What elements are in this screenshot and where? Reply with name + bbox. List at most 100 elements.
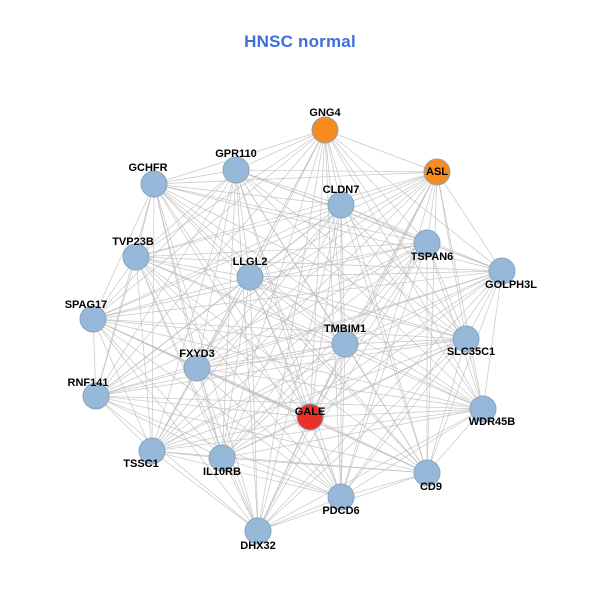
graph-edge (196, 204, 342, 369)
graph-edge (309, 416, 428, 474)
graph-edge (92, 171, 438, 320)
graph-edge (92, 318, 467, 340)
graph-edge (196, 242, 428, 369)
edges-layer (92, 129, 503, 532)
graph-edge (257, 129, 326, 532)
graph-edge (221, 242, 428, 459)
graph-edge (324, 129, 438, 173)
graph-edge (135, 256, 198, 369)
node-label-slc35c1: SLC35C1 (447, 346, 495, 358)
node-label-asl: ASL (426, 166, 448, 178)
graph-node-wdr45b (469, 395, 497, 423)
graph-edge (235, 169, 438, 173)
graph-edge (95, 338, 467, 397)
node-label-tssc1: TSSC1 (123, 458, 158, 470)
graph-edge (153, 183, 198, 369)
graph-edge (426, 171, 438, 474)
graph-edge (135, 169, 237, 258)
graph-edge (426, 408, 484, 474)
graph-edge (340, 171, 438, 498)
graph-edge (257, 408, 484, 532)
node-label-dhx32: DHX32 (240, 540, 275, 552)
graph-node-tspan6 (413, 229, 441, 257)
graph-edge (309, 270, 503, 418)
graph-edge (196, 367, 311, 418)
graph-edge (249, 242, 428, 278)
node-label-pdcd6: PDCD6 (322, 505, 359, 517)
graph-edge (249, 171, 438, 278)
graph-edge (426, 242, 484, 410)
graph-edge (426, 338, 467, 474)
graph-edge (257, 204, 342, 532)
graph-edge (95, 343, 346, 397)
graph-edge (153, 183, 251, 278)
graph-node-spag17 (79, 305, 107, 333)
graph-edge (249, 270, 503, 278)
graph-edge (135, 256, 251, 278)
graph-edge (196, 367, 223, 459)
graph-edge (135, 256, 484, 410)
graph-edge (235, 129, 326, 171)
graph-edge (221, 171, 438, 459)
graph-node-gpr110 (222, 156, 250, 184)
graph-edge (221, 457, 259, 532)
graph-node-tmbim1 (331, 330, 359, 358)
graph-edge (135, 129, 326, 258)
graph-edge (340, 472, 428, 498)
graph-edge (344, 343, 484, 410)
figure-title: HNSC normal (244, 32, 356, 51)
node-label-il10rb: IL10RB (203, 466, 241, 478)
graph-edge (151, 450, 342, 498)
node-label-tvp23b: TVP23B (112, 236, 154, 248)
graph-edge (324, 129, 428, 474)
graph-edge (151, 367, 198, 452)
graph-edge (257, 496, 342, 532)
graph-edge (344, 171, 438, 345)
graph-edge (153, 183, 342, 206)
graph-node-fxyd3 (183, 354, 211, 382)
graph-edge (151, 408, 484, 452)
graph-edge (95, 276, 251, 397)
graph-edge (153, 171, 438, 185)
graph-edge (482, 270, 503, 410)
graph-edge (344, 338, 467, 345)
graph-node-cd9 (413, 459, 441, 487)
node-label-llgl2: LLGL2 (233, 256, 268, 268)
graph-edge (196, 270, 503, 369)
node-label-tmbim1: TMBIM1 (324, 323, 366, 335)
graph-edge (221, 416, 311, 459)
graph-edge (153, 183, 428, 474)
graph-edge (92, 183, 155, 320)
node-label-tspan6: TSPAN6 (411, 251, 454, 263)
graph-edge (340, 408, 484, 498)
graph-edge (324, 129, 503, 272)
graph-node-gng4 (311, 116, 339, 144)
graph-edge (436, 171, 467, 340)
graph-edge (135, 204, 342, 258)
graph-edge (324, 129, 484, 410)
graph-edge (340, 338, 467, 498)
graph-edge (196, 343, 346, 369)
graph-edge (92, 318, 259, 532)
graph-edge (436, 171, 503, 272)
graph-edge (309, 171, 438, 418)
graph-node-tvp23b (122, 243, 150, 271)
graph-edge (344, 270, 503, 345)
graph-edge (92, 204, 342, 320)
graph-edge (95, 171, 438, 397)
node-label-cldn7: CLDN7 (323, 184, 360, 196)
graph-node-gale (296, 403, 324, 431)
graph-node-il10rb (208, 444, 236, 472)
node-label-gng4: GNG4 (309, 107, 341, 119)
graph-edge (426, 270, 503, 474)
graph-edge (92, 270, 503, 320)
graph-edge (151, 183, 155, 452)
graph-edge (309, 408, 484, 418)
graph-edge (95, 367, 198, 397)
graph-edge (221, 204, 342, 459)
graph-edge (235, 169, 467, 340)
graph-edge (92, 129, 326, 320)
graph-edge (340, 204, 484, 410)
